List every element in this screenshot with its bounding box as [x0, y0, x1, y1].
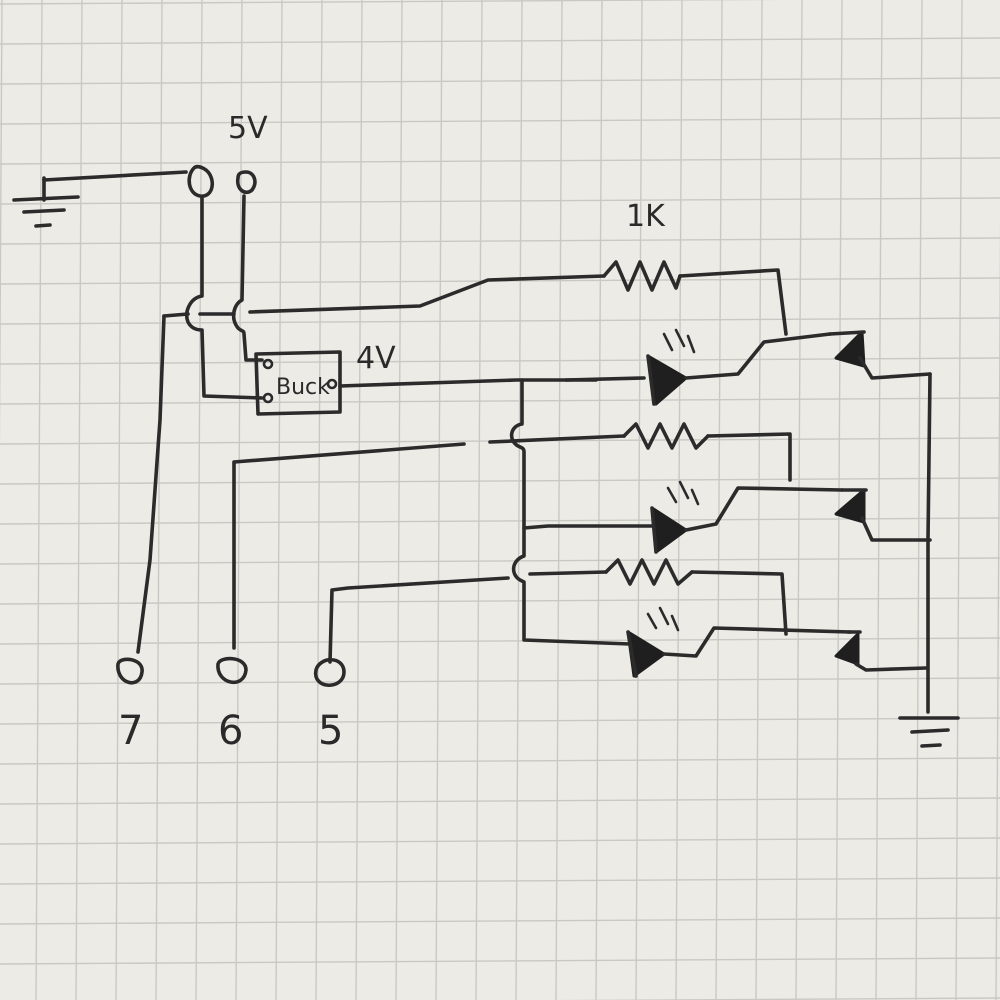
- grid-line: [115, 0, 123, 1000]
- v5-rail-vertical: [231, 194, 264, 362]
- v4-rail-vertical: [509, 378, 632, 646]
- connector-icon: [216, 656, 248, 685]
- grid-line: [0, 797, 1000, 805]
- led2-to-transistor: [684, 486, 844, 532]
- r3-to-base: [690, 570, 788, 636]
- connector-icon: [314, 657, 346, 687]
- grid-line: [795, 0, 803, 1000]
- row1-output: [858, 356, 932, 380]
- grid-line: [595, 0, 603, 1000]
- grid-line: [0, 757, 1000, 765]
- grid-line: [549, 997, 1000, 1000]
- resistor-icon: [604, 558, 694, 586]
- ground-icon: [898, 716, 960, 748]
- grid-line: [395, 0, 403, 1000]
- ground-wire-top: [42, 170, 188, 182]
- grid-line: [0, 77, 1000, 85]
- resistor-1k-label: 1K: [626, 199, 666, 234]
- grid-line: [0, 237, 1000, 245]
- pin7-control-wire: [162, 274, 606, 318]
- row2-output: [860, 516, 932, 542]
- resistor-icon: [602, 260, 682, 292]
- grid-line: [955, 0, 963, 1000]
- grid-line: [915, 0, 923, 1000]
- r2-to-base: [706, 432, 792, 482]
- led1-feed: [564, 376, 646, 382]
- pin-6-label: 6: [218, 708, 243, 754]
- grid-line: [0, 957, 1000, 965]
- grid-line: [0, 877, 1000, 885]
- connector-icon: [235, 170, 257, 195]
- grid-line: [0, 517, 1000, 525]
- diode-icon: [834, 488, 868, 524]
- ground-icon: [12, 176, 80, 228]
- grid-line: [0, 557, 1000, 565]
- grid-line: [0, 157, 1000, 165]
- grid-line: [435, 0, 443, 1000]
- common-ground-rail: [926, 372, 932, 714]
- grid-line: [0, 637, 1000, 645]
- led-icon: [626, 606, 680, 678]
- grid-line: [0, 397, 1000, 405]
- grid-line: [0, 37, 1000, 45]
- grid-line: [875, 0, 883, 1000]
- grid-line: [0, 917, 1000, 925]
- grid-line: [835, 0, 843, 1000]
- grid-line: [0, 197, 1000, 205]
- grid-line: [715, 0, 723, 1000]
- supply-5v-label: 5V: [228, 111, 268, 146]
- buck-label: Buck: [276, 375, 330, 400]
- grid-line: [555, 0, 563, 1000]
- pin7-vertical-wire: [136, 314, 166, 654]
- led1-to-transistor: [684, 332, 832, 380]
- grid-line: [155, 0, 163, 1000]
- led2-feed: [522, 524, 654, 530]
- grid-line: [75, 0, 83, 1000]
- diode-icon: [828, 330, 866, 368]
- grid-line: [35, 0, 43, 1000]
- led-icon: [650, 480, 700, 554]
- grid-line: [0, 0, 784, 5]
- r1-to-base: [678, 268, 788, 336]
- grid-line: [0, 357, 1000, 365]
- grid-line: [0, 597, 1000, 605]
- pin-7-label: 7: [118, 708, 143, 754]
- gnd-rail-vertical: [185, 196, 264, 400]
- grid-line: [675, 0, 683, 1000]
- grid-line: [275, 0, 283, 1000]
- grid-line: [0, 477, 1000, 485]
- grid-line: [0, 0, 3, 451]
- grid-line: [355, 0, 363, 1000]
- connector-icon: [187, 164, 214, 198]
- grid-line: [0, 317, 1000, 325]
- grid-line: [0, 717, 1000, 725]
- pin6-control-wire: [232, 434, 626, 650]
- supply-4v-label: 4V: [356, 341, 396, 376]
- grid-line: [235, 0, 243, 1000]
- row3-output: [854, 662, 928, 672]
- connector-icon: [116, 657, 144, 685]
- grid-line: [635, 0, 643, 1000]
- grid-line: [475, 0, 483, 1000]
- resistor-icon: [622, 422, 710, 450]
- grid-line: [755, 0, 763, 1000]
- grid-line: [315, 0, 323, 1000]
- pin-5-label: 5: [318, 708, 343, 754]
- grid-line: [0, 837, 1000, 845]
- grid-line: [515, 0, 523, 1000]
- diode-icon: [834, 630, 862, 666]
- led-icon: [646, 328, 696, 406]
- grid-line: [995, 216, 1000, 1000]
- grid-line: [0, 677, 1000, 685]
- buck-converter-icon: Buck: [254, 350, 342, 416]
- pin5-control-wire: [328, 570, 608, 664]
- led3-to-transistor: [662, 626, 852, 658]
- grid-line: [0, 117, 1000, 125]
